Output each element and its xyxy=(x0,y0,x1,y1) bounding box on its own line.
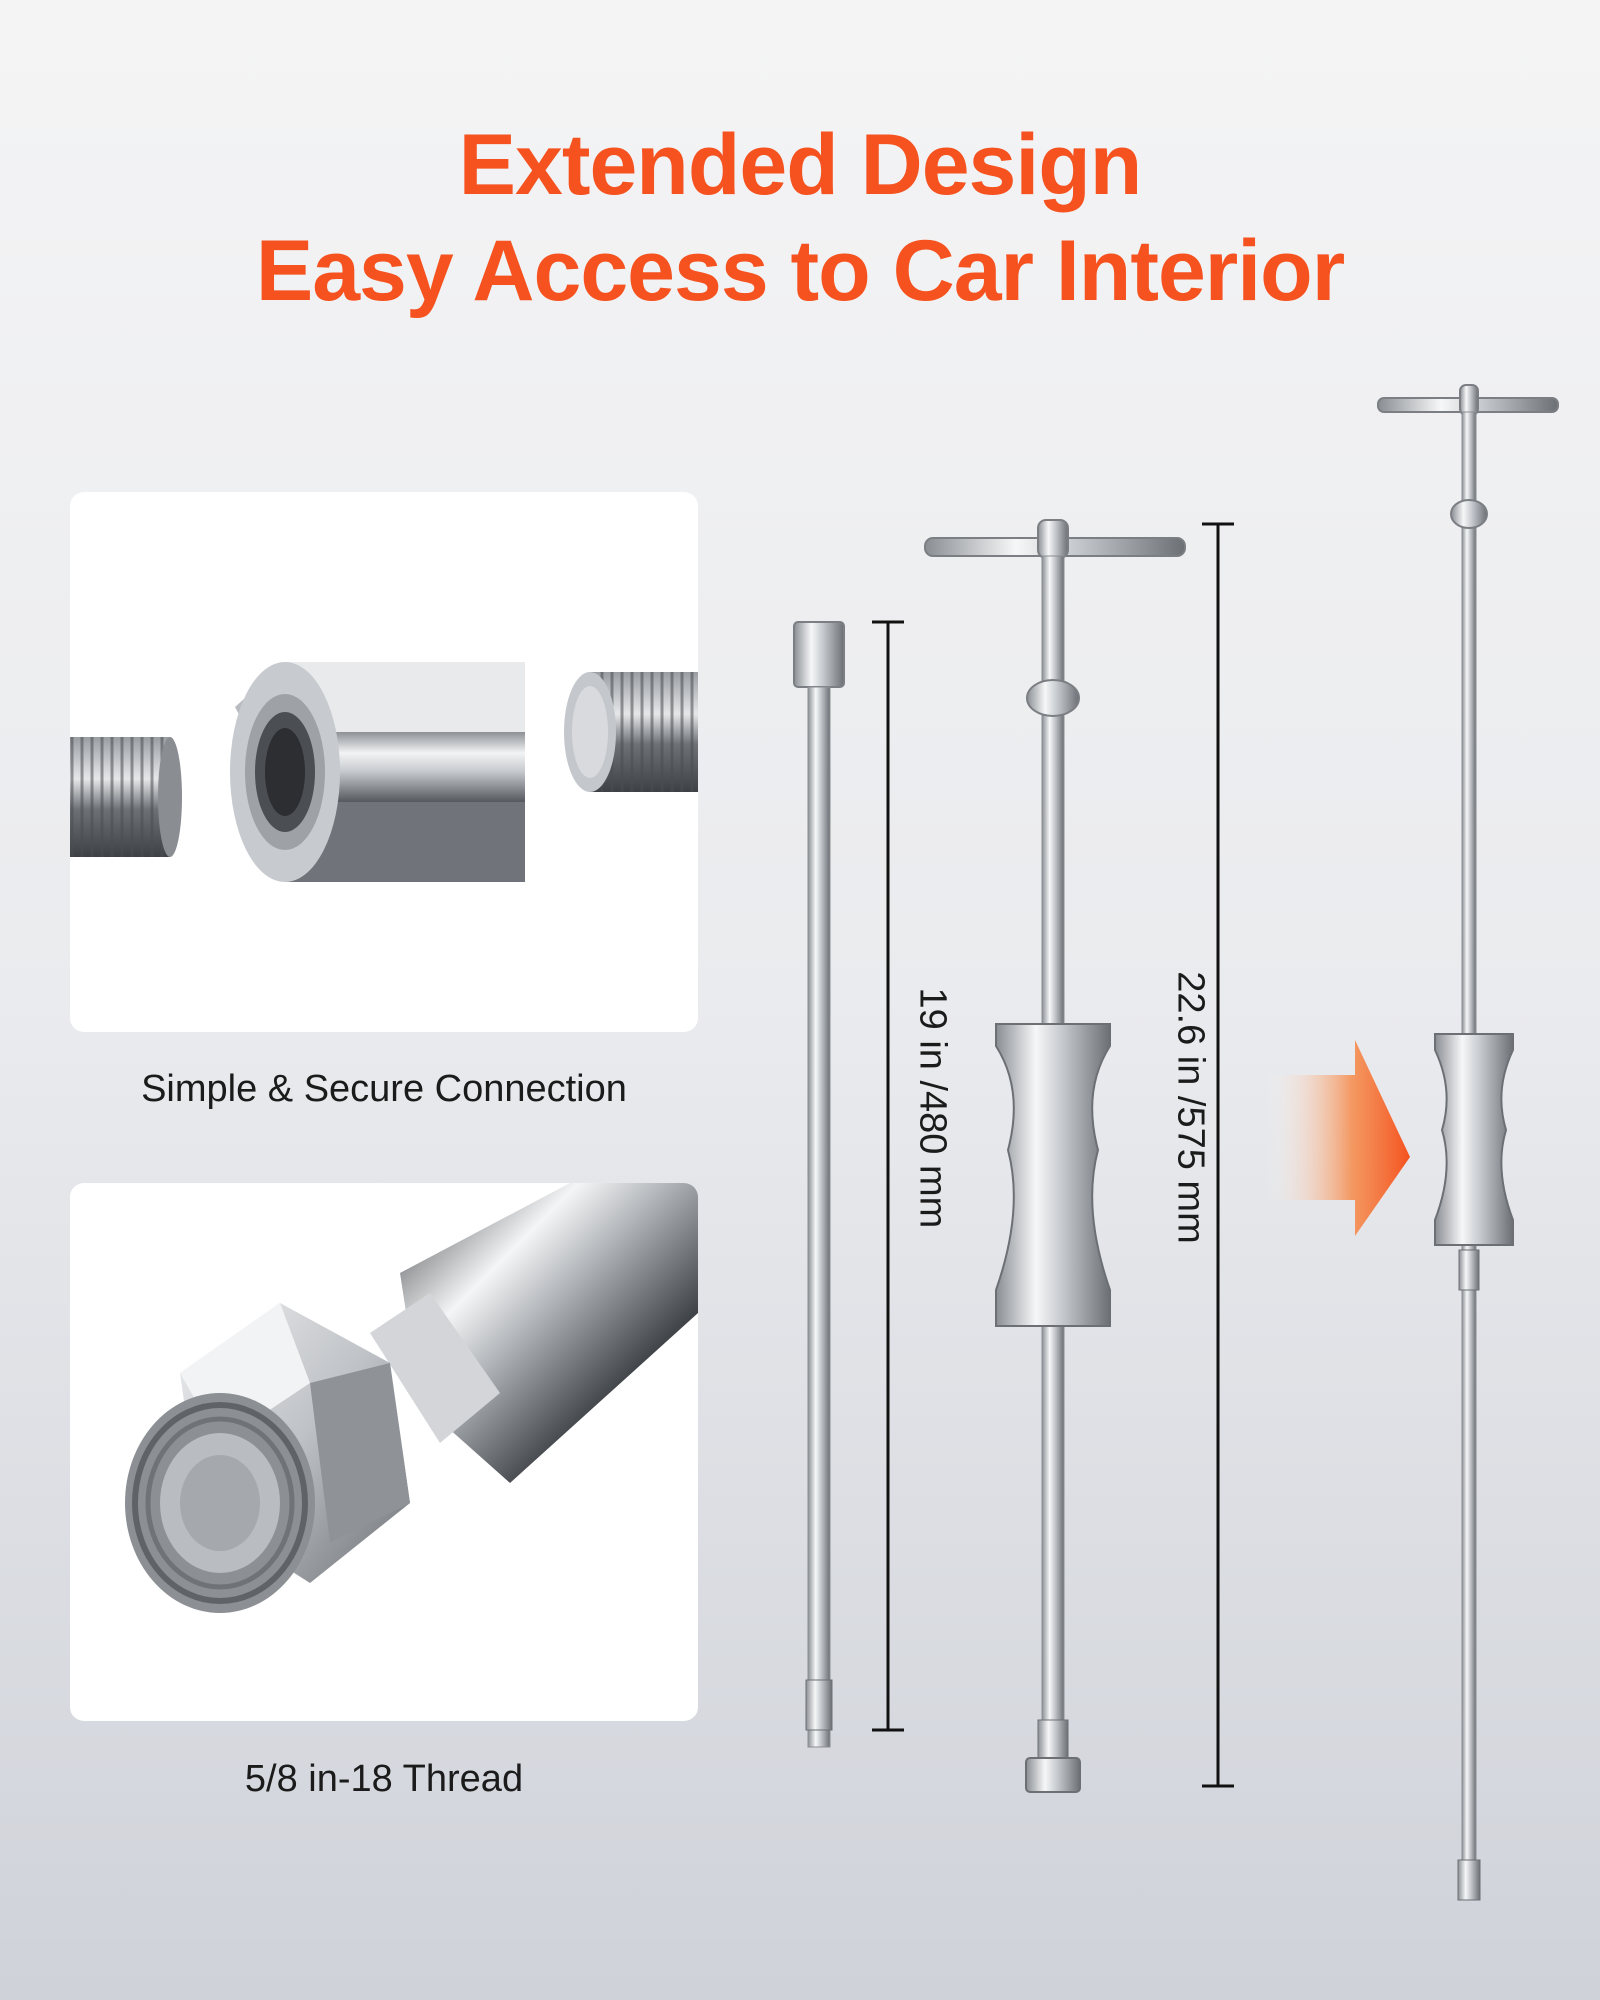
coupling-detail-card xyxy=(70,492,698,1032)
extended-slide-hammer xyxy=(1377,384,1559,1901)
thread-end-image xyxy=(125,1183,698,1613)
extension-rod xyxy=(793,621,845,1748)
slide-hammer xyxy=(924,519,1186,1793)
slide-hammer-length-label: 22.6 in /575 mm xyxy=(1169,971,1212,1244)
dimension-line-extension xyxy=(872,620,904,1732)
coupling-nut-image xyxy=(70,662,698,882)
extension-rod-length-label: 19 in /480 mm xyxy=(911,987,954,1229)
thread-detail-card xyxy=(70,1183,698,1721)
headline-line-2: Easy Access to Car Interior xyxy=(255,223,1345,319)
feature-caption-thread: 5/8 in-18 Thread xyxy=(244,1758,524,1800)
dimension-line-slide-hammer xyxy=(1202,522,1234,1788)
headline-line-1: Extended Design xyxy=(458,117,1143,213)
feature-caption-connection: Simple & Secure Connection xyxy=(141,1068,627,1110)
arrow-right-icon xyxy=(1265,1040,1410,1236)
